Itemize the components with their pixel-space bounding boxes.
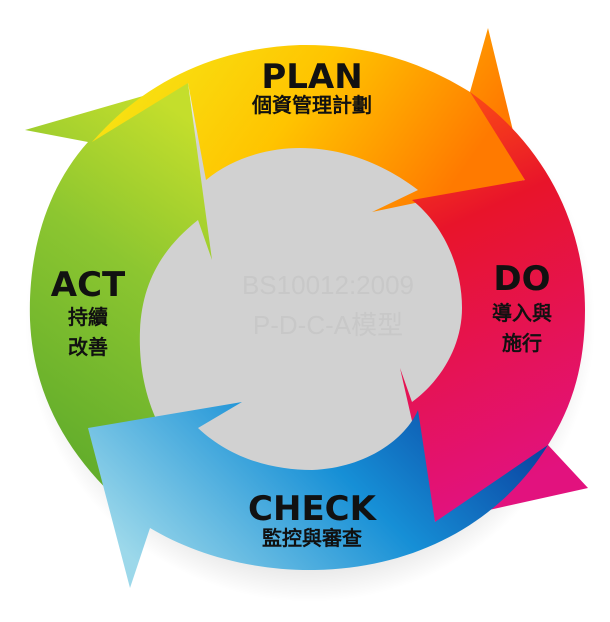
do-subtitle-line1: 導入與	[492, 301, 552, 325]
check-title: CHECK	[248, 489, 378, 529]
act-subtitle-line2: 改善	[68, 335, 108, 359]
center-standard-label: BS10012:2009	[242, 270, 414, 300]
plan-title: PLAN	[261, 57, 362, 97]
do-title: DO	[493, 259, 550, 299]
do-arrow	[400, 92, 588, 522]
check-arrow	[88, 402, 548, 588]
act-title: ACT	[51, 265, 126, 305]
act-subtitle-line1: 持續	[68, 305, 108, 329]
do-subtitle-line2: 施行	[502, 331, 542, 355]
check-subtitle: 監控與審查	[262, 526, 362, 550]
center-model-label: P-D-C-A模型	[253, 310, 403, 340]
act-arrow	[25, 83, 212, 515]
plan-subtitle: 個資管理計劃	[251, 93, 372, 117]
plan-arrow	[92, 28, 525, 212]
